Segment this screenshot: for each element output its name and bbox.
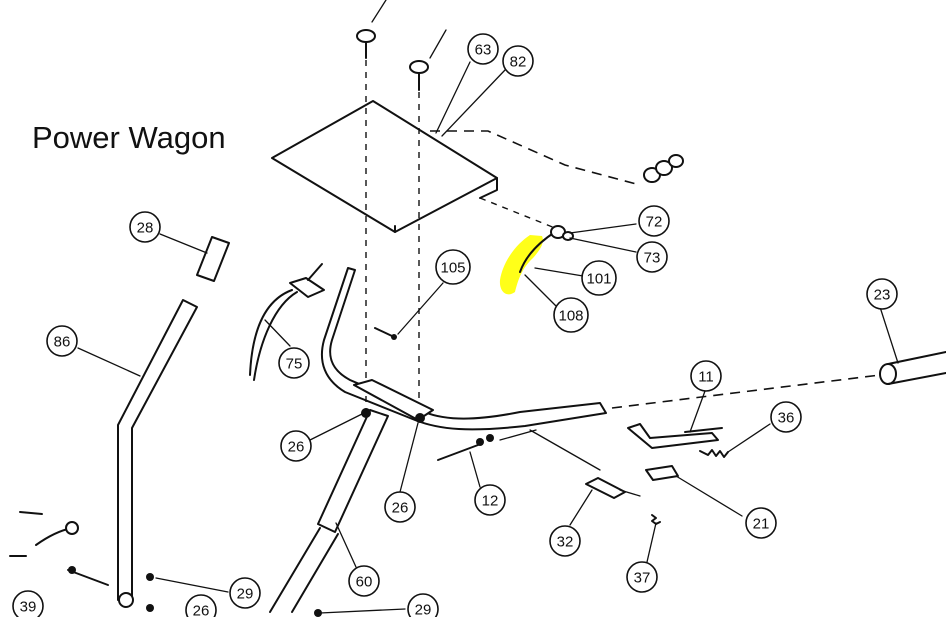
left-hardware	[9, 511, 322, 617]
callout-108: 108	[553, 297, 589, 333]
callout-39: 39	[12, 590, 44, 622]
bracket-plate	[353, 379, 434, 421]
callout-circle	[638, 205, 670, 237]
callout-circle	[280, 430, 312, 462]
callout-label: 101	[586, 271, 611, 288]
callout-circle	[553, 297, 589, 333]
callout-86: 86	[46, 325, 78, 357]
callout-label: 29	[415, 602, 432, 618]
wire-part-75	[249, 263, 325, 381]
callout-circle	[278, 347, 310, 379]
callout-29: 29	[407, 593, 439, 622]
callout-circle	[474, 484, 506, 516]
callout-28: 28	[129, 211, 161, 243]
callout-label: 82	[510, 54, 527, 71]
callout-circle	[690, 360, 722, 392]
callout-circle	[185, 594, 217, 622]
callout-circle	[549, 525, 581, 557]
callout-26: 26	[280, 430, 312, 462]
callout-circle	[502, 45, 534, 77]
callout-circle	[745, 507, 777, 539]
callout-circle	[407, 593, 439, 622]
callout-label: 63	[475, 42, 492, 59]
lever-part-60	[269, 408, 425, 613]
diagram-title: Power Wagon	[32, 120, 226, 155]
handle-bar	[320, 267, 881, 431]
leader-top-left	[371, 0, 387, 23]
callout-group: 63 82 72 73 101 108 105 28 86 75 23 11 36 26 26 12 21 32 3…	[12, 33, 898, 622]
callout-label: 86	[54, 334, 71, 351]
highlight-mark	[499, 235, 543, 295]
callout-label: 11	[698, 369, 714, 386]
leader-top-right	[429, 29, 447, 59]
callout-circle	[467, 33, 499, 65]
carriage-bolt-right	[409, 60, 429, 420]
callout-label: 29	[237, 586, 254, 603]
callout-label: 105	[440, 260, 465, 277]
leader-lines	[77, 61, 899, 614]
callout-82: 82	[502, 45, 534, 77]
callout-12: 12	[474, 484, 506, 516]
callout-75: 75	[278, 347, 310, 379]
callout-label: 21	[753, 516, 770, 533]
callout-label: 108	[558, 308, 583, 325]
callout-label: 60	[356, 574, 373, 591]
callout-29: 29	[229, 577, 261, 609]
callout-label: 26	[193, 603, 210, 618]
callout-label: 12	[482, 493, 499, 510]
callout-circle	[384, 491, 416, 523]
callout-label: 26	[288, 439, 305, 456]
callout-23: 23	[866, 278, 898, 310]
callout-circle	[581, 260, 617, 296]
callout-circle	[435, 249, 471, 285]
callout-label: 28	[137, 220, 154, 237]
callout-label: 72	[646, 214, 663, 231]
callout-label: 36	[778, 410, 795, 427]
callout-circle	[129, 211, 161, 243]
bolt-105	[374, 327, 393, 337]
callout-26: 26	[185, 594, 217, 622]
callout-60: 60	[348, 565, 380, 597]
callout-circle	[229, 577, 261, 609]
tube-part-23	[879, 351, 946, 385]
callout-21: 21	[745, 507, 777, 539]
spring-36	[699, 449, 729, 458]
callout-label: 32	[557, 534, 574, 551]
callout-label: 37	[634, 570, 651, 587]
linkage-part-32	[529, 429, 641, 499]
nut-washer-group	[643, 154, 684, 183]
plate-part-21	[645, 465, 679, 481]
callout-label: 23	[874, 287, 891, 304]
callout-73: 73	[636, 241, 668, 273]
callout-label: 39	[20, 599, 37, 616]
callout-label: 26	[392, 500, 409, 517]
bracket-part-11	[627, 423, 723, 449]
callout-label: 73	[644, 250, 661, 267]
rod-part-12	[437, 429, 537, 461]
cable-part-101	[519, 225, 574, 273]
callout-circle	[636, 241, 668, 273]
callout-26: 26	[384, 491, 416, 523]
spring-37	[651, 514, 661, 525]
plate-part	[271, 100, 641, 233]
callout-circle	[770, 401, 802, 433]
callout-72: 72	[638, 205, 670, 237]
part-28	[196, 236, 230, 282]
callout-105: 105	[435, 249, 471, 285]
rod-part-86	[117, 299, 198, 608]
callout-32: 32	[549, 525, 581, 557]
callout-36: 36	[770, 401, 802, 433]
callout-11: 11	[690, 360, 722, 392]
callout-63: 63	[467, 33, 499, 65]
callout-circle	[626, 561, 658, 593]
callout-circle	[46, 325, 78, 357]
callout-101: 101	[581, 260, 617, 296]
callout-37: 37	[626, 561, 658, 593]
callout-circle	[348, 565, 380, 597]
carriage-bolt-left	[356, 29, 376, 420]
callout-label: 75	[286, 356, 303, 373]
callout-circle	[866, 278, 898, 310]
